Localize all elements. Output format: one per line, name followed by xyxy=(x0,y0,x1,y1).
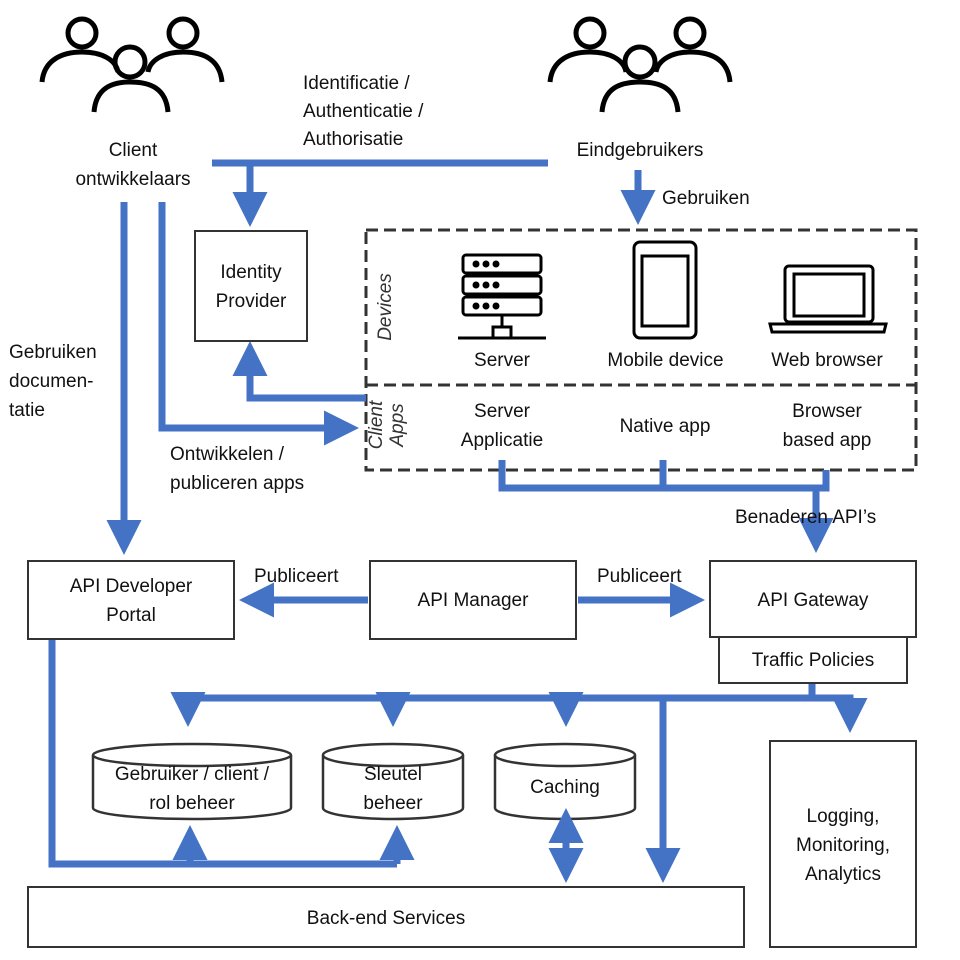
api-manager-box: API Manager xyxy=(369,560,577,640)
api-developer-portal-label: API Developer Portal xyxy=(69,576,193,626)
identification-label: Identificatie / Authenticatie / Authoris… xyxy=(303,73,424,150)
traffic-policies-box: Traffic Policies xyxy=(718,636,908,684)
use-docs-label: Gebruiken documen- tatie xyxy=(9,342,97,421)
devices-group-title: Devices xyxy=(375,273,396,341)
datastore-key-mgmt-shape xyxy=(321,742,465,821)
publishes-portal-label: Publiceert xyxy=(254,566,339,587)
access-apis-label: Benaderen API’s xyxy=(735,507,877,528)
api-gateway-label: API Gateway xyxy=(757,590,869,611)
api-developer-portal-box: API Developer Portal xyxy=(27,560,235,640)
identity-provider-box: Identity Provider xyxy=(194,230,308,342)
backend-services-label: Back-end Services xyxy=(306,908,466,929)
server-icon xyxy=(458,253,546,340)
end-users-label: Eindgebruikers xyxy=(576,140,704,161)
identity-provider-label: Identity Provider xyxy=(215,262,287,312)
publishes-gateway-label: Publiceert xyxy=(597,566,682,587)
arrow-to-logging xyxy=(812,694,868,733)
backend-services-box: Back-end Services xyxy=(27,886,745,948)
datastore-key-mgmt-label: Sleutel beheer xyxy=(363,764,423,814)
arrow-develop-publish xyxy=(158,202,359,446)
use-label: Gebruiken xyxy=(662,188,750,209)
traffic-policies-label: Traffic Policies xyxy=(751,650,875,671)
datastore-caching-label: Caching xyxy=(530,777,600,798)
datastore-caching-shape xyxy=(493,742,637,821)
app-native-label: Native app xyxy=(619,416,711,437)
developers-label: Client ontwikkelaars xyxy=(75,140,191,190)
users-icon-end-users xyxy=(547,16,733,113)
devices-group-border xyxy=(364,228,918,472)
arrow-apps-to-idp xyxy=(232,341,366,402)
portal-loop-line xyxy=(48,640,397,868)
api-gateway-box: API Gateway xyxy=(709,560,917,638)
laptop-icon xyxy=(768,264,888,334)
datastore-user-role-shape xyxy=(91,742,293,821)
logging-box: Logging, Monitoring, Analytics xyxy=(769,740,917,948)
device-server-label: Server xyxy=(474,350,530,371)
app-server-label: Server Applicatie xyxy=(460,401,544,451)
datastore-user-role-label: Gebruiker / client / rol beheer xyxy=(114,764,270,814)
device-mobile-label: Mobile device xyxy=(607,350,724,371)
traffic-distribution-line xyxy=(170,684,816,727)
api-manager-label: API Manager xyxy=(417,590,529,611)
develop-publish-label: Ontwikkelen / publiceren apps xyxy=(170,444,305,494)
tablet-icon xyxy=(632,240,698,340)
logging-label: Logging, Monitoring, Analytics xyxy=(796,806,890,885)
connectors xyxy=(48,159,868,883)
device-browser-label: Web browser xyxy=(771,350,883,371)
users-icon-developers xyxy=(39,16,225,113)
client-apps-group-title: Client Apps xyxy=(366,400,408,450)
app-browser-label: Browser based app xyxy=(782,401,872,451)
